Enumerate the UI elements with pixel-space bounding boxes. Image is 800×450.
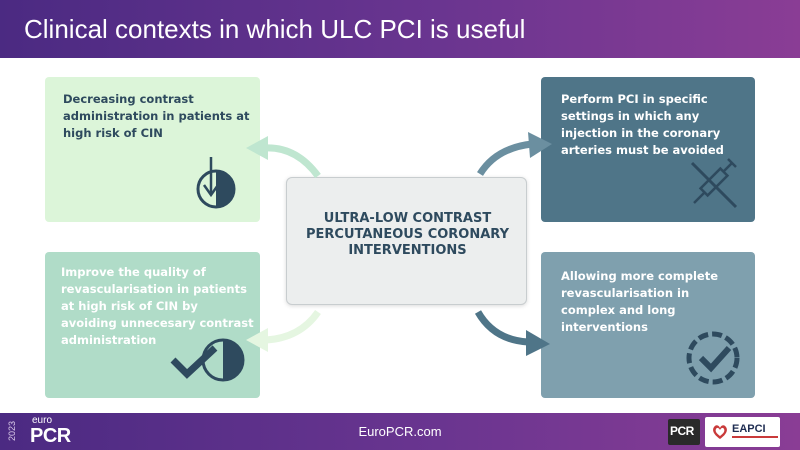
center-concept-box: ULTRA-LOW CONTRAST PERCUTANEOUS CORONARY… <box>286 177 527 305</box>
arrow-to-top-right <box>477 132 552 176</box>
slide-title: Clinical contexts in which ULC PCI is us… <box>24 14 526 44</box>
logo-pcr-text: PCR <box>30 425 71 447</box>
logo-euro-text: euro <box>32 415 53 426</box>
card-text: Allowing more complete revascularisation… <box>561 269 719 334</box>
eapci-underline <box>732 436 778 438</box>
footer-url[interactable]: EuroPCR.com <box>358 424 442 439</box>
arrow-to-bottom-right <box>474 310 550 356</box>
arrow-to-bottom-left <box>246 309 321 352</box>
center-label: ULTRA-LOW CONTRAST PERCUTANEOUS CORONARY… <box>306 211 509 258</box>
footer-bar: 2023 euro PCR EuroPCR.com PCR EAPCI <box>0 413 800 450</box>
card-improve-quality: Improve the quality of revascularisation… <box>45 252 260 398</box>
eapci-logo: EAPCI <box>705 417 780 447</box>
progress-check-icon <box>686 331 740 385</box>
card-avoid-injection: Perform PCI in specific settings in whic… <box>541 77 755 222</box>
card-decreasing-contrast: Decreasing contrast administration in pa… <box>45 77 260 222</box>
pcr-badge-logo: PCR <box>668 419 700 445</box>
card-text: Decreasing contrast administration in pa… <box>63 92 250 140</box>
arrow-to-top-left <box>246 136 321 179</box>
heart-icon <box>713 425 727 439</box>
eapci-text: EAPCI <box>732 423 766 435</box>
card-text: Perform PCI in specific settings in whic… <box>561 92 724 157</box>
card-text: Improve the quality of revascularisation… <box>61 265 254 347</box>
check-contrast-icon <box>170 338 245 382</box>
no-syringe-icon <box>690 158 738 209</box>
card-complete-revascularisation: Allowing more complete revascularisation… <box>541 252 755 398</box>
contrast-decrease-icon <box>196 157 236 209</box>
header-bar: Clinical contexts in which ULC PCI is us… <box>0 0 800 58</box>
